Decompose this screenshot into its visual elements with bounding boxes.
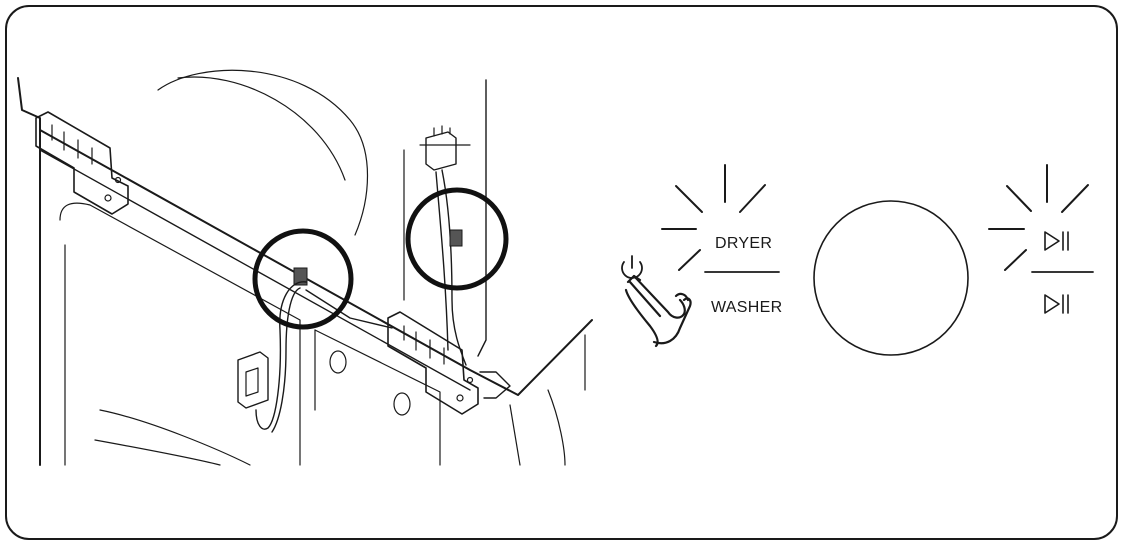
control-panel: DRYER WASHER bbox=[621, 164, 1094, 356]
power-icon[interactable] bbox=[621, 255, 643, 279]
selector-dial[interactable] bbox=[813, 200, 969, 356]
dryer-label[interactable]: DRYER bbox=[715, 235, 772, 252]
hand-pointer-icon bbox=[624, 274, 692, 348]
washer-label[interactable]: WASHER bbox=[711, 299, 782, 316]
blink-rays-start bbox=[988, 164, 1089, 271]
blink-rays-dryer bbox=[661, 164, 766, 271]
appliance-illustration bbox=[17, 69, 593, 466]
callout-circle-right bbox=[405, 187, 509, 291]
diagram-frame bbox=[5, 5, 1118, 540]
callout-circle-left bbox=[252, 228, 354, 330]
play-pause-icon-dryer[interactable] bbox=[1044, 231, 1069, 251]
play-pause-icon-washer[interactable] bbox=[1044, 294, 1069, 314]
